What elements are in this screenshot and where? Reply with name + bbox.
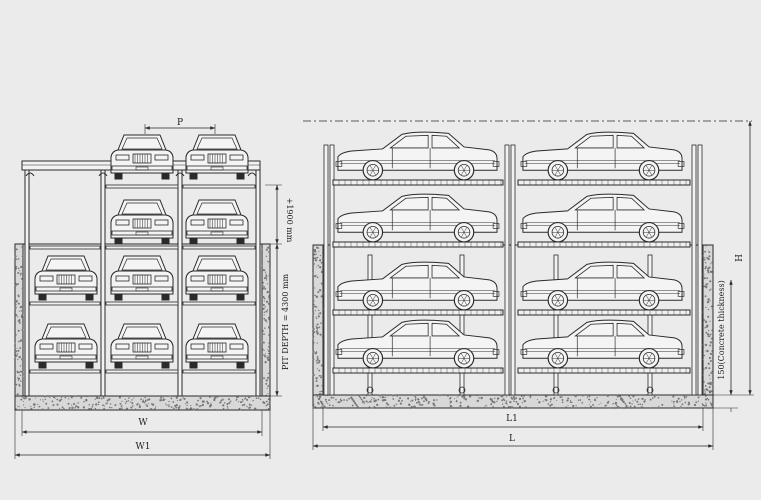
lift-column [647,254,653,396]
front-platform [182,245,256,250]
label-l: L [509,434,515,444]
pit-floor [14,395,271,411]
car-front [34,255,98,301]
bracket [98,172,108,177]
column [100,169,106,397]
side-platform [517,179,691,186]
car-side [520,131,685,181]
side-platform [517,367,691,374]
car-front [110,134,174,180]
post [323,144,329,396]
side-platform [332,309,504,316]
side-platform [517,241,691,248]
label-pit-depth: PIT DEPTH = 4300 mm [281,273,290,370]
post [504,144,510,396]
front-platform [29,245,101,250]
dim-level-height [275,185,279,244]
dim-h [748,121,752,395]
front-platform [29,369,101,374]
car-front [110,255,174,301]
front-platform [182,184,256,189]
car-side [335,261,500,311]
car-front [185,199,249,245]
car-side [520,193,685,243]
label-l1: L1 [506,414,518,424]
side-platform [332,241,504,248]
bracket [25,172,35,177]
front-platform [105,369,179,374]
bracket [175,172,185,177]
car-side [335,319,500,369]
front-platform [182,369,256,374]
car-side [520,319,685,369]
label-w: W [138,418,148,428]
lift-column [553,254,559,396]
post [697,144,703,396]
front-platform [105,301,179,306]
dim-l1 [323,425,703,429]
pit-floor [312,393,714,410]
label-concrete-thickness: 150(Concrete thickness) [717,280,726,379]
front-view [14,124,282,459]
pit-wall-left [14,243,24,411]
dim-pit-depth [275,244,279,396]
dim-w1 [15,453,270,457]
post [510,144,516,396]
dim-p [145,126,215,130]
dim-concrete [729,280,733,395]
car-side [520,261,685,311]
label-p: P [177,118,183,128]
dim-w [22,430,262,434]
car-front [185,255,249,301]
dim-l [313,444,713,448]
pit-wall-right [261,243,271,411]
label-level-height: +1900 mm [285,198,294,243]
lift-column [459,254,465,396]
column [177,169,183,397]
side-platform [517,309,691,316]
front-platform [105,184,179,189]
side-platform [332,367,504,374]
front-platform [182,301,256,306]
bracket [247,172,257,177]
column [24,169,30,397]
label-w1: W1 [136,442,151,452]
car-front [34,323,98,369]
front-platform [105,245,179,250]
side-view [303,120,754,450]
car-side [335,193,500,243]
lift-column [367,254,373,396]
car-front [185,134,249,180]
label-h: H [735,254,745,262]
post [691,144,697,396]
column [255,169,261,397]
pit-wall-left [312,244,324,409]
car-front [185,323,249,369]
car-front [110,199,174,245]
car-side [335,131,500,181]
side-platform [332,179,504,186]
post [329,144,335,396]
front-platform [29,301,101,306]
pit-wall-right [702,244,714,408]
car-front [110,323,174,369]
